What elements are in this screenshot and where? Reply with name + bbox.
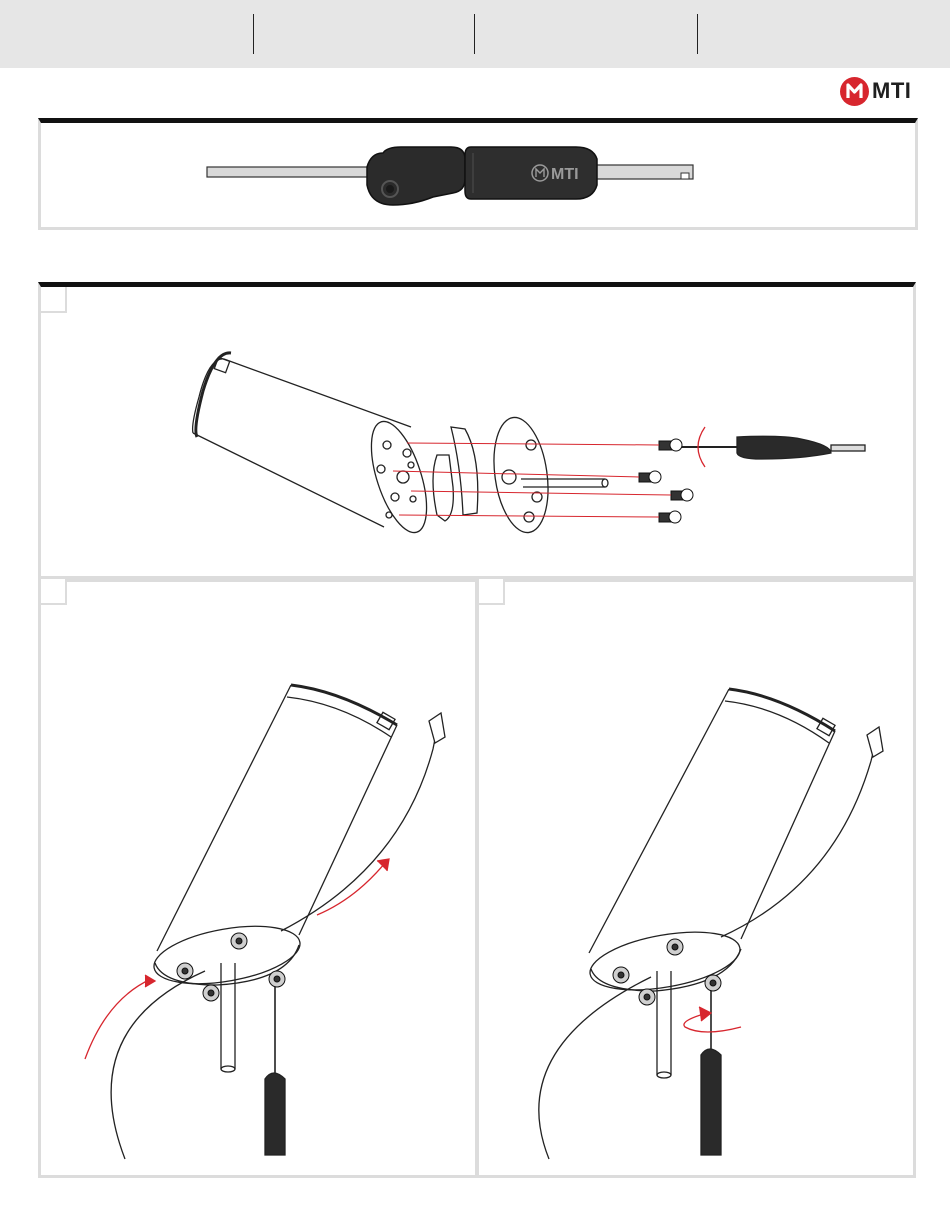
- tool-handle-logo-text: MTI: [551, 166, 579, 183]
- tool-panel: MTI: [38, 118, 918, 230]
- exploded-assembly-illustration: [41, 287, 913, 579]
- step-panel-cable-routing: [38, 576, 478, 1178]
- logo-mark-icon: [840, 77, 869, 106]
- header-divider: [697, 14, 698, 54]
- step-panel-screw-tightening: [476, 576, 916, 1178]
- step-panel-exploded-assembly: [38, 282, 916, 582]
- screw-tightening-illustration: [479, 579, 913, 1175]
- brand-name: MTI: [872, 78, 911, 104]
- cable-routing-illustration: [41, 579, 475, 1175]
- brand-logo: MTI: [840, 76, 911, 106]
- header-divider: [474, 14, 475, 54]
- wrench-tool-illustration: MTI: [41, 123, 915, 227]
- header-bar: [0, 0, 950, 68]
- header-divider: [253, 14, 254, 54]
